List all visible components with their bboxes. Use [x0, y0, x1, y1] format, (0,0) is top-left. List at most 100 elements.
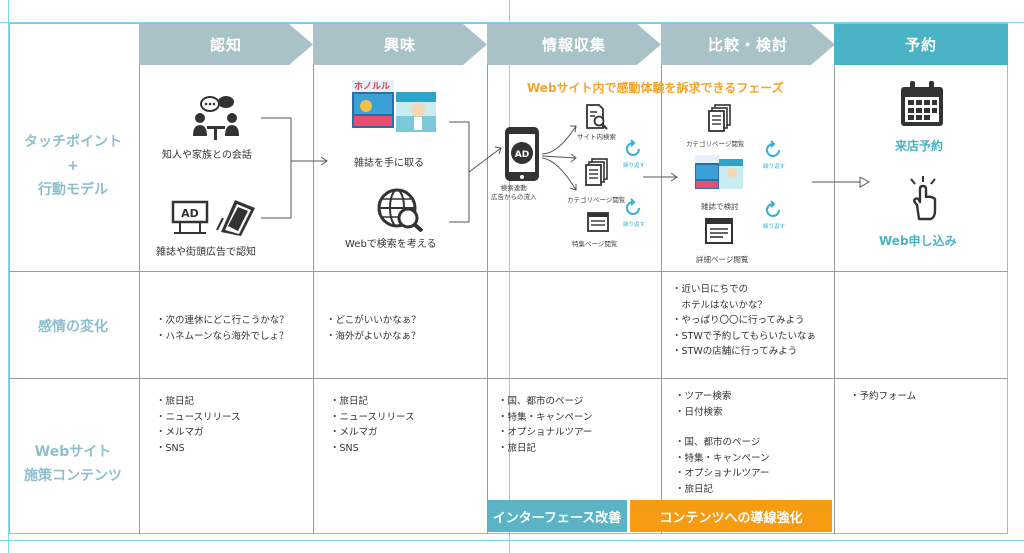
web-contents-compare-b: ・国、都市のページ ・特集・キャンペーン ・オプショナルツアー ・旅日記	[675, 435, 770, 497]
magazine-check-label: 雑誌で検討	[701, 202, 739, 211]
list-item: ・旅日記	[498, 442, 537, 454]
category-browse-label: カテゴリページ閲覧	[567, 196, 626, 204]
document-stack-icon	[585, 158, 609, 190]
compare-category-label: カテゴリページ閲覧	[686, 140, 745, 148]
row-label-line: +	[67, 158, 79, 174]
stage-label: 情報収集	[541, 36, 606, 54]
stage-label: 予約	[904, 36, 937, 54]
emotion-list-interest: ・どこがいいかなぁ？ ・海外がよいかなぁ？	[326, 313, 421, 344]
flow-arrow	[812, 176, 871, 188]
repeat-icon: 繰り返す	[763, 140, 787, 170]
ad-caption-line: 検索連動	[500, 184, 527, 192]
stage-interest: 興味	[313, 24, 487, 65]
web-search-icon	[375, 186, 425, 236]
repeat-label: 繰り返す	[763, 164, 786, 170]
grid-line	[661, 65, 662, 534]
billboard-icon: AD	[170, 200, 210, 238]
list-item: ・SNS	[156, 442, 185, 454]
branch-arrows	[541, 125, 577, 191]
ad-label: 雑誌や街頭広告で認知	[156, 247, 256, 258]
list-item: ・海外がよいかなぁ？	[326, 330, 421, 342]
talk-label: 知人や家族との会話	[162, 150, 252, 161]
magazine-label: 雑誌を手に取る	[354, 158, 424, 169]
magazine-cover-image-2	[396, 92, 436, 136]
site-search-icon	[585, 104, 609, 134]
smartphone-ad-icon: AD	[503, 126, 541, 186]
list-item: ・メルマガ	[330, 427, 378, 438]
contents-navigation-badge: コンテンツへの導線強化	[630, 500, 832, 532]
repeat-icon: 繰り返す	[623, 198, 647, 228]
emotion-list-awareness: ・次の連休にどこ行こうかな？ ・ハネムーンなら海外でしょ？	[156, 313, 289, 344]
list-item: ・やっぱり〇〇に行ってみよう	[672, 315, 805, 326]
interface-improvement-badge: インターフェース改善	[487, 500, 627, 532]
list-item: ・ニュースリリース	[330, 411, 415, 423]
stage-information: 情報収集	[487, 24, 661, 65]
web-contents-awareness: ・旅日記 ・ニュースリリース ・メルマガ ・SNS	[156, 394, 241, 456]
row-label-line: 施策コンテンツ	[24, 468, 122, 484]
list-item: ・ツアー検索	[675, 391, 732, 402]
phase-title: Webサイト内で感動体験を訴求できるフェーズ	[527, 81, 784, 95]
ad-caption: 検索連動 広告からの流入	[491, 184, 537, 202]
list-item: ・予約フォーム	[850, 391, 917, 402]
web-contents-info: ・国、都市のページ ・特集・キャンペーン ・オプショナルツアー ・旅日記	[498, 394, 593, 456]
web-contents-compare-a: ・ツアー検索 ・日付検索	[675, 389, 731, 420]
list-item: ・次の連休にどこ行こうかな？	[156, 315, 289, 326]
flow-arrow	[643, 172, 678, 182]
list-item: ・どこがいいかなぁ？	[326, 315, 421, 326]
detail-browse-label: 詳細ページ閲覧	[696, 255, 749, 264]
list-item: ・オプショナルツアー	[498, 427, 593, 438]
site-search-label: サイト内検索	[577, 133, 616, 141]
pointer-hand-icon	[905, 175, 941, 225]
repeat-icon: 繰り返す	[763, 200, 787, 230]
magazine-stack-icon	[215, 196, 257, 240]
ad-icon-label: AD	[515, 150, 529, 160]
grid-line	[834, 65, 835, 534]
list-item: ・メルマガ	[156, 427, 204, 438]
list-item: ・ハネムーンなら海外でしょ？	[156, 330, 289, 342]
grid-line	[313, 65, 314, 534]
row-label-line: タッチポイント	[24, 134, 122, 150]
guide-line-center	[509, 0, 510, 553]
grid-line	[139, 65, 140, 534]
guide-line-bottom	[0, 540, 1024, 541]
repeat-label: 繰り返す	[623, 222, 646, 228]
list-item: ・日付検索	[675, 406, 723, 418]
web-contents-interest: ・旅日記 ・ニュースリリース ・メルマガ ・SNS	[330, 394, 415, 456]
magazine-cover-text: ホノルル	[354, 82, 391, 92]
row-label-emotion: 感情の変化	[38, 319, 108, 335]
web-application-label: Web申し込み	[879, 234, 957, 248]
emotion-list-compare: ・近い日にちでの ホテルはないかな？ ・やっぱり〇〇に行ってみよう ・STWで予…	[672, 282, 816, 360]
bracket-connector	[261, 117, 328, 219]
list-item: ・国、都市のページ	[675, 437, 761, 448]
list-item: ・特集・キャンペーン	[498, 411, 593, 423]
web-contents-reserve: ・予約フォーム	[850, 389, 916, 405]
list-item: ・近い日にちでの	[672, 284, 749, 295]
row-label-web: Webサイト 施策コンテンツ	[9, 440, 137, 488]
grid-line	[9, 378, 1008, 379]
ad-caption-line: 広告からの流入	[491, 193, 537, 201]
svg-text:AD: AD	[181, 207, 199, 220]
list-item: ・旅日記	[675, 483, 714, 495]
list-item: ・STWで予約してもらいたいなぁ	[672, 330, 816, 342]
list-item: ・特集・キャンペーン	[675, 452, 770, 464]
stage-reservation: 予約	[834, 24, 1008, 65]
stage-label: 比較・検討	[707, 36, 788, 54]
stage-label: 認知	[209, 36, 242, 54]
document-stack-icon	[708, 104, 732, 136]
conversation-icon	[190, 94, 242, 146]
list-item: ・オプショナルツアー	[675, 468, 770, 479]
stage-label: 興味	[383, 36, 416, 54]
list-item: ・ニュースリリース	[156, 411, 241, 423]
list-item: ホテルはないかな？	[672, 299, 768, 311]
row-label-touchpoint: タッチポイント + 行動モデル	[9, 130, 137, 202]
web-page-icon	[587, 212, 609, 236]
repeat-label: 繰り返す	[763, 224, 786, 230]
row-label-line: 行動モデル	[38, 182, 108, 198]
list-item: ・SNS	[330, 442, 359, 454]
magazine-cover-image: ホノルル	[352, 80, 394, 132]
detail-page-icon	[705, 218, 733, 248]
row-label-line: Webサイト	[34, 444, 112, 460]
grid-line	[487, 65, 488, 534]
magazine-cover-image	[695, 155, 743, 195]
grid-line	[9, 271, 1008, 272]
